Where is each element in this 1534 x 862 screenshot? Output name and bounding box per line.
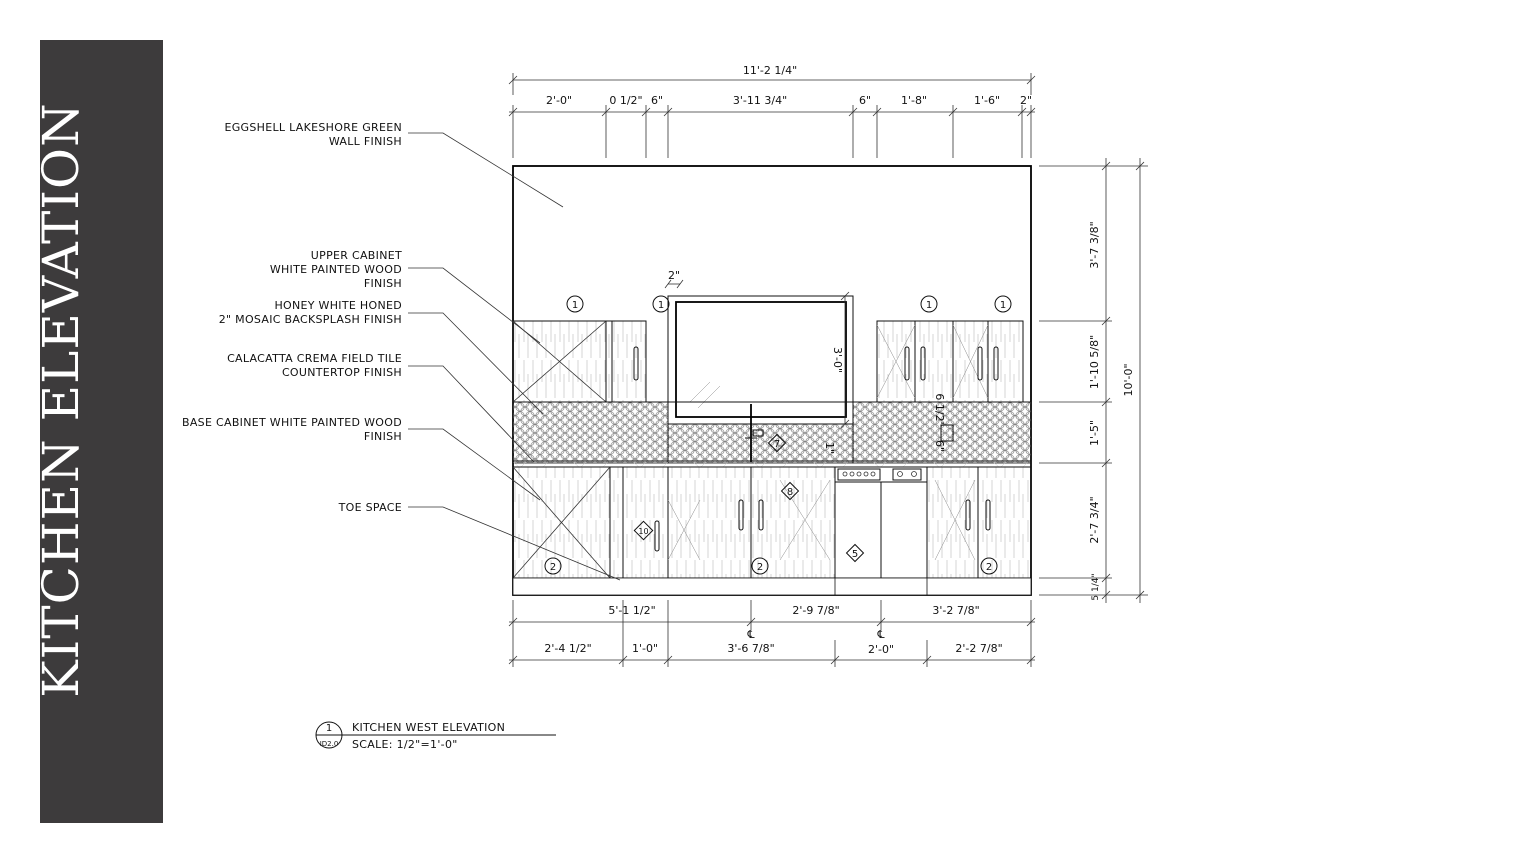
title-name: KITCHEN WEST ELEVATION (352, 721, 505, 734)
tag-upper-1: 1 (572, 300, 578, 311)
dim-outlet-b: 6" (933, 440, 946, 452)
tag-diamond-10: 10 (638, 527, 648, 536)
dim-top-4: 3'-11 3/4" (733, 94, 787, 107)
dim-bottom-row2-5: 2'-2 7/8" (955, 642, 1002, 655)
dim-right-overall: 10'-0" (1122, 363, 1135, 396)
tag-base-3: 2 (986, 562, 992, 573)
callout-backsplash-line1: HONEY WHITE HONED (274, 299, 402, 312)
tag-diamond-5: 5 (852, 549, 858, 560)
dim-bottom-row2-1: 2'-4 1/2" (544, 642, 591, 655)
dim-right-3: 1'-5" (1088, 420, 1101, 446)
callout-backsplash-line2: 2" MOSAIC BACKSPLASH FINISH (219, 313, 402, 326)
tag-base-2: 2 (757, 562, 763, 573)
dim-right-5: 5 1/4" (1091, 573, 1101, 600)
base-cabinet-tags: 2 2 2 8 10 5 (544, 481, 998, 575)
tag-diamond-7: 7 (774, 439, 780, 450)
callout-base-line2: FINISH (364, 430, 402, 443)
dim-top-5: 6" (859, 94, 871, 107)
top-dimensions: 11'-2 1/4" 2'-0" 0 1/2" 6" 3'-11 (508, 64, 1036, 158)
callout-countertop-line1: CALACATTA CREMA FIELD TILE (227, 352, 402, 365)
title-number: 1 (326, 723, 332, 734)
dim-top-3: 6" (651, 94, 663, 107)
callouts: EGGSHELL LAKESHORE GREEN WALL FINISH UPP… (182, 121, 621, 581)
dim-faucet-gap: 1" (823, 442, 836, 454)
backsplash: 6 1/2" 6" 1" 7 (512, 393, 1032, 464)
tag-upper-4: 1 (1000, 300, 1006, 311)
dim-bottom-row2-4: 2'-0" (868, 643, 894, 656)
callout-upper-line3: FINISH (364, 277, 402, 290)
dim-window-offset: 2" (668, 269, 680, 282)
upper-cabinet-tags: 1 1 1 1 (566, 295, 1012, 313)
callout-countertop-line2: COUNTERTOP FINISH (282, 366, 402, 379)
dim-right-2: 1'-10 5/8" (1088, 335, 1101, 389)
dim-bottom-row1-1: 5'-1 1/2" (608, 604, 655, 617)
sidebar-panel (40, 40, 163, 823)
dim-top-6: 1'-8" (901, 94, 927, 107)
dim-bottom-row1-2: 2'-9 7/8" (792, 604, 839, 617)
dim-bottom-row1-3: 3'-2 7/8" (932, 604, 979, 617)
upper-cabinets (512, 320, 1024, 403)
countertop (512, 460, 1032, 468)
callout-toe-line1: TOE SPACE (338, 501, 402, 514)
title-scale: SCALE: 1/2"=1'-0" (352, 738, 458, 751)
dim-right-1: 3'-7 3/8" (1088, 221, 1101, 268)
overall-width-dim: 11'-2 1/4" (743, 64, 797, 77)
dim-window-height: 3'-0" (831, 347, 844, 373)
base-cabinets (512, 466, 1032, 596)
right-dimensions: 3'-7 3/8" 1'-10 5/8" 1'-5" 2'-7 3/4" 5 1… (1039, 158, 1148, 603)
dim-right-4: 2'-7 3/4" (1088, 496, 1101, 543)
centerline-mark-1: ℄ (746, 628, 754, 641)
tag-upper-2: 1 (658, 300, 664, 311)
callout-base-line1: BASE CABINET WHITE PAINTED WOOD (182, 416, 402, 429)
centerline-mark-2: ℄ (876, 628, 884, 641)
dim-outlet-a: 6 1/2" (933, 393, 946, 426)
dim-top-2: 0 1/2" (609, 94, 642, 107)
callout-wall-line2: WALL FINISH (329, 135, 402, 148)
bottom-dimensions: 5'-1 1/2" 2'-9 7/8" 3'-2 7/8" ℄ ℄ 2'-4 1… (508, 600, 1036, 667)
callout-wall-line1: EGGSHELL LAKESHORE GREEN (224, 121, 402, 134)
dim-top-8: 2" (1020, 94, 1032, 107)
dim-bottom-row2-2: 1'-0" (632, 642, 658, 655)
tag-diamond-8: 8 (787, 487, 793, 498)
outlet (940, 424, 954, 442)
tag-base-1: 2 (550, 562, 556, 573)
title-block: 1 ID2.0 KITCHEN WEST ELEVATION SCALE: 1/… (315, 721, 556, 751)
tag-upper-3: 1 (926, 300, 932, 311)
dim-bottom-row2-3: 3'-6 7/8" (727, 642, 774, 655)
dim-top-7: 1'-6" (974, 94, 1000, 107)
callout-upper-line1: UPPER CABINET (311, 249, 402, 262)
window: 2" 3'-0" (664, 269, 854, 429)
callout-upper-line2: WHITE PAINTED WOOD (270, 263, 402, 276)
dim-top-1: 2'-0" (546, 94, 572, 107)
title-sheet: ID2.0 (320, 740, 339, 748)
